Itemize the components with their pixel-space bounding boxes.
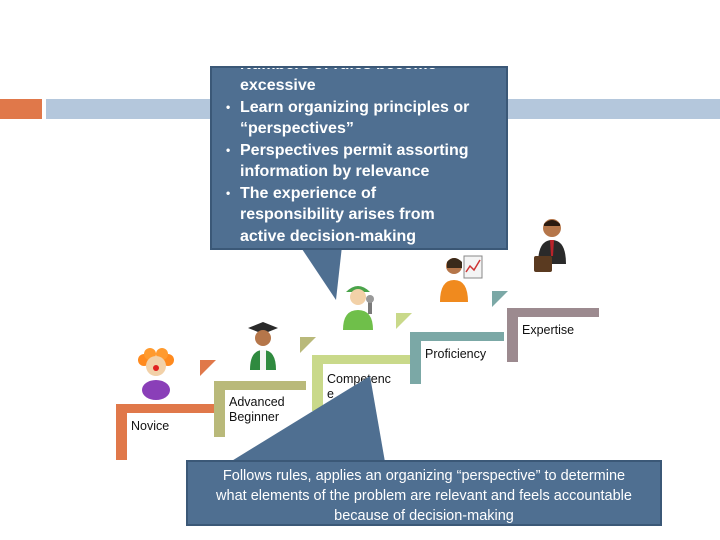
novice-label: Novice — [131, 419, 170, 433]
advanced-beginner-label-1: Advanced — [229, 395, 285, 409]
proficiency-step-riser — [410, 332, 421, 384]
callout-top-item: active decision-making — [212, 226, 506, 248]
header-rule-right — [508, 99, 720, 119]
callout-top-item-text: information by relevance — [240, 163, 430, 180]
callout-bottom-line-1: Follows rules, applies an organizing “pe… — [222, 468, 626, 484]
graduate-person-icon — [248, 322, 278, 370]
callout-top-item: responsibility arises from — [212, 204, 506, 226]
proficiency-label: Proficiency — [425, 347, 487, 361]
proficiency-step-top — [410, 332, 504, 341]
worker-person-icon — [343, 286, 374, 330]
callout-top-item-text: Learn organizing principles or — [240, 98, 470, 116]
proficiency-arrow — [492, 291, 508, 307]
header-accent-bar — [0, 99, 42, 119]
callout-top-item: “perspectives” — [212, 118, 506, 140]
novice-arrow — [200, 360, 216, 376]
callout-top-item: • Learn organizing principles or — [212, 97, 506, 119]
callout-top-item: • Perspectives permit assorting — [212, 140, 506, 162]
competence-label-2: e — [327, 387, 334, 401]
callout-top-item-text: The experience of — [240, 184, 377, 202]
callout-top-clipped-line: Numbers of rules become — [240, 68, 437, 76]
callout-top-item-text: excessive — [240, 77, 316, 94]
presenter-person-icon — [440, 255, 483, 302]
callout-bottom-line-2: what elements of the problem are relevan… — [216, 488, 632, 504]
bullet-icon: • — [226, 142, 231, 157]
novice-step-riser — [116, 404, 127, 460]
expertise-label: Expertise — [522, 323, 575, 337]
header-rule-left — [46, 99, 210, 119]
advanced-beginner-step-riser — [214, 381, 225, 437]
competence-step-top — [312, 355, 410, 364]
bullet-icon: • — [226, 99, 231, 114]
advanced-beginner-step-top — [214, 381, 306, 390]
clown-person-icon — [138, 348, 174, 400]
novice-step-top — [116, 404, 224, 413]
competence-label-1: Competenc — [327, 372, 391, 386]
callout-top-item-text: active decision-making — [240, 227, 417, 245]
callout-bottom: Follows rules, applies an organizing “pe… — [186, 460, 662, 526]
competence-arrow — [396, 313, 412, 329]
callout-bottom-line-3: because of decision-making — [334, 508, 514, 524]
callout-top: Numbers of rules become excessive • Learn… — [210, 66, 508, 250]
advanced-beginner-arrow — [300, 337, 316, 353]
callout-top-item-text: “perspectives” — [240, 120, 354, 137]
bullet-icon: • — [226, 185, 231, 200]
callout-top-item: information by relevance — [212, 161, 506, 183]
callout-bottom-pointer — [230, 376, 385, 462]
callout-top-item-text: responsibility arises from — [240, 206, 435, 223]
callout-top-item-text: Perspectives permit assorting — [240, 141, 469, 159]
callout-top-item: • The experience of — [212, 183, 506, 205]
expertise-step-riser — [507, 308, 518, 362]
callout-top-list: excessive • Learn organizing principles o… — [212, 75, 506, 247]
callout-top-item: excessive — [212, 75, 506, 97]
competence-step-riser — [312, 355, 323, 411]
advanced-beginner-label-2: Beginner — [229, 410, 280, 424]
expertise-step-top — [507, 308, 599, 317]
callout-top-pointer — [300, 246, 342, 300]
businessman-person-icon — [534, 219, 566, 272]
